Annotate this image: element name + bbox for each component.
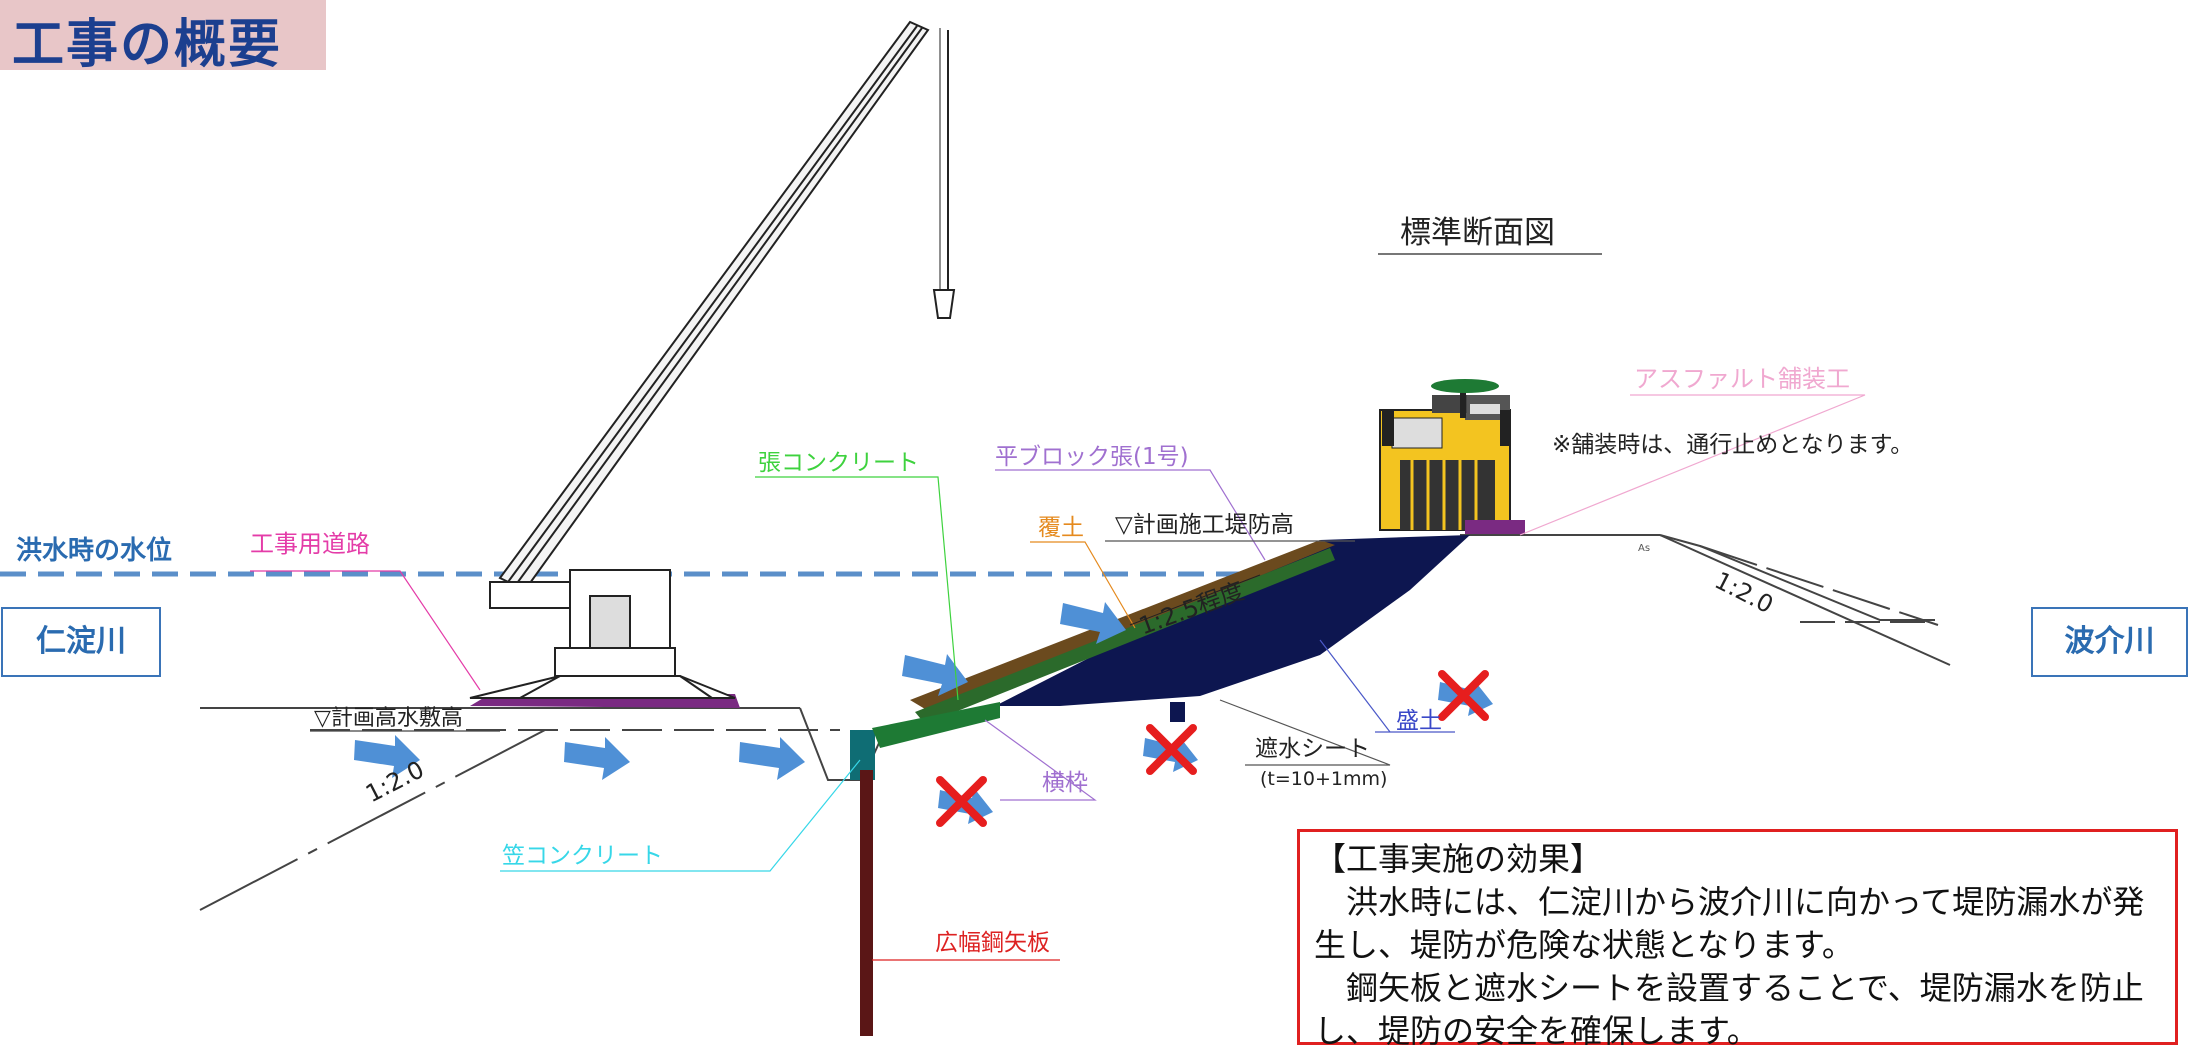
slope-main-line xyxy=(1129,574,1261,626)
cover-soil-label: 覆土 xyxy=(1038,515,1084,541)
paved-concrete-label: 張コンクリート xyxy=(758,450,919,476)
sheet-pile-structure xyxy=(850,702,1000,1036)
page-title: 工事の概要 xyxy=(12,15,283,75)
asphalt-label: アスファルト舗装工 xyxy=(1634,365,1850,393)
planned-crest-label: ▽計画施工堤防高 xyxy=(1115,512,1294,538)
paving-note: ※舗装時は、通行止めとなります。 xyxy=(1552,432,1914,458)
river-right-label: 波介川 xyxy=(2031,607,2188,677)
diagram-title: 標準断面図 xyxy=(1400,215,1555,251)
flat-block-label: 平ブロック張(1号) xyxy=(995,444,1189,470)
concrete-cap-label: 笠コンクリート xyxy=(502,843,663,869)
ground-lines xyxy=(199,534,1951,911)
sheet-pile-label: 広幅鋼矢板 xyxy=(935,930,1050,956)
paver-icon xyxy=(1379,379,1525,534)
embankment xyxy=(910,535,1470,724)
as-mark: As xyxy=(1638,543,1650,554)
fill-label: 盛土 xyxy=(1396,708,1442,734)
blocked-cross-icon xyxy=(936,670,1489,827)
crane-icon xyxy=(469,20,956,699)
sheet-pile xyxy=(860,770,873,1036)
effect-box: 【工事実施の効果】 洪水時には、仁淀川から波介川に向かって堤防漏水が発生し、堤防… xyxy=(1297,829,2178,1050)
water-sheet-spec-label: (t=10+1mm) xyxy=(1260,768,1388,790)
water-sheet-label: 遮水シート xyxy=(1255,736,1370,762)
leader-lines xyxy=(250,394,1866,961)
construction-road-label: 工事用道路 xyxy=(250,530,370,558)
planned-riverbed-label: ▽計画高水敷高 xyxy=(314,706,463,731)
effect-paragraph-1: 洪水時には、仁淀川から波介川に向かって堤防漏水が発生し、堤防が危険な状態となりま… xyxy=(1314,883,2145,964)
horizontal-frame-label: 横枠 xyxy=(1042,770,1088,796)
page-title-box: 工事の概要 xyxy=(0,0,326,75)
effect-heading: 【工事実施の効果】 xyxy=(1314,840,1603,878)
river-left-label: 仁淀川 xyxy=(1,607,161,677)
effect-paragraph-2: 鋼矢板と遮水シートを設置することで、堤防漏水を防止し、堤防の安全を確保します。 xyxy=(1314,969,2144,1050)
flood-level-label: 洪水時の水位 xyxy=(16,536,173,566)
